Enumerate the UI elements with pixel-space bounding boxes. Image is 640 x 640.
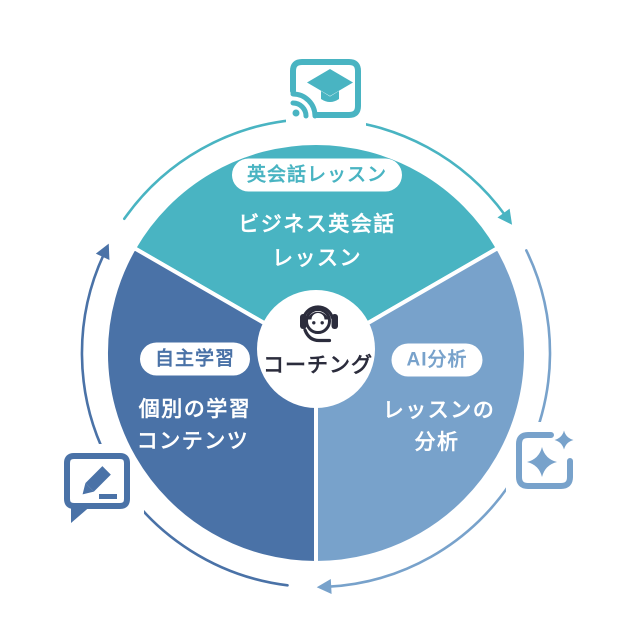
segment-self-study-line1: 個別の学習 <box>138 398 252 421</box>
ai-sparkle-icon <box>506 422 586 502</box>
chat-edit-icon <box>56 444 144 536</box>
segment-self-study-line2: コンテンツ <box>136 430 250 453</box>
headset-icon <box>300 305 338 343</box>
pie <box>103 141 529 565</box>
segment-english-lesson-line1: ビジネス英会話 <box>238 213 396 236</box>
segment-english-lesson-line2: レッスン <box>272 247 362 270</box>
segment-self-study-badge: 自主学習 <box>139 342 251 376</box>
segment-ai-analysis-line2: 分析 <box>414 431 460 454</box>
cycle-arrowhead-dark-blue <box>95 243 110 260</box>
center-circle <box>257 290 375 408</box>
center-label: コーチング <box>263 354 373 377</box>
segment-english-lesson-badge: 英会話レッスン <box>231 158 403 192</box>
cycle-arrowhead-light-blue <box>316 579 332 595</box>
cycle-arrowhead-teal <box>497 208 513 225</box>
segment-ai-analysis-line1: レッスンの <box>382 399 496 422</box>
segment-ai-analysis-badge: AI分析 <box>391 343 483 377</box>
segment-english-lesson-wedge <box>132 141 500 355</box>
cast-education-icon <box>286 46 366 130</box>
